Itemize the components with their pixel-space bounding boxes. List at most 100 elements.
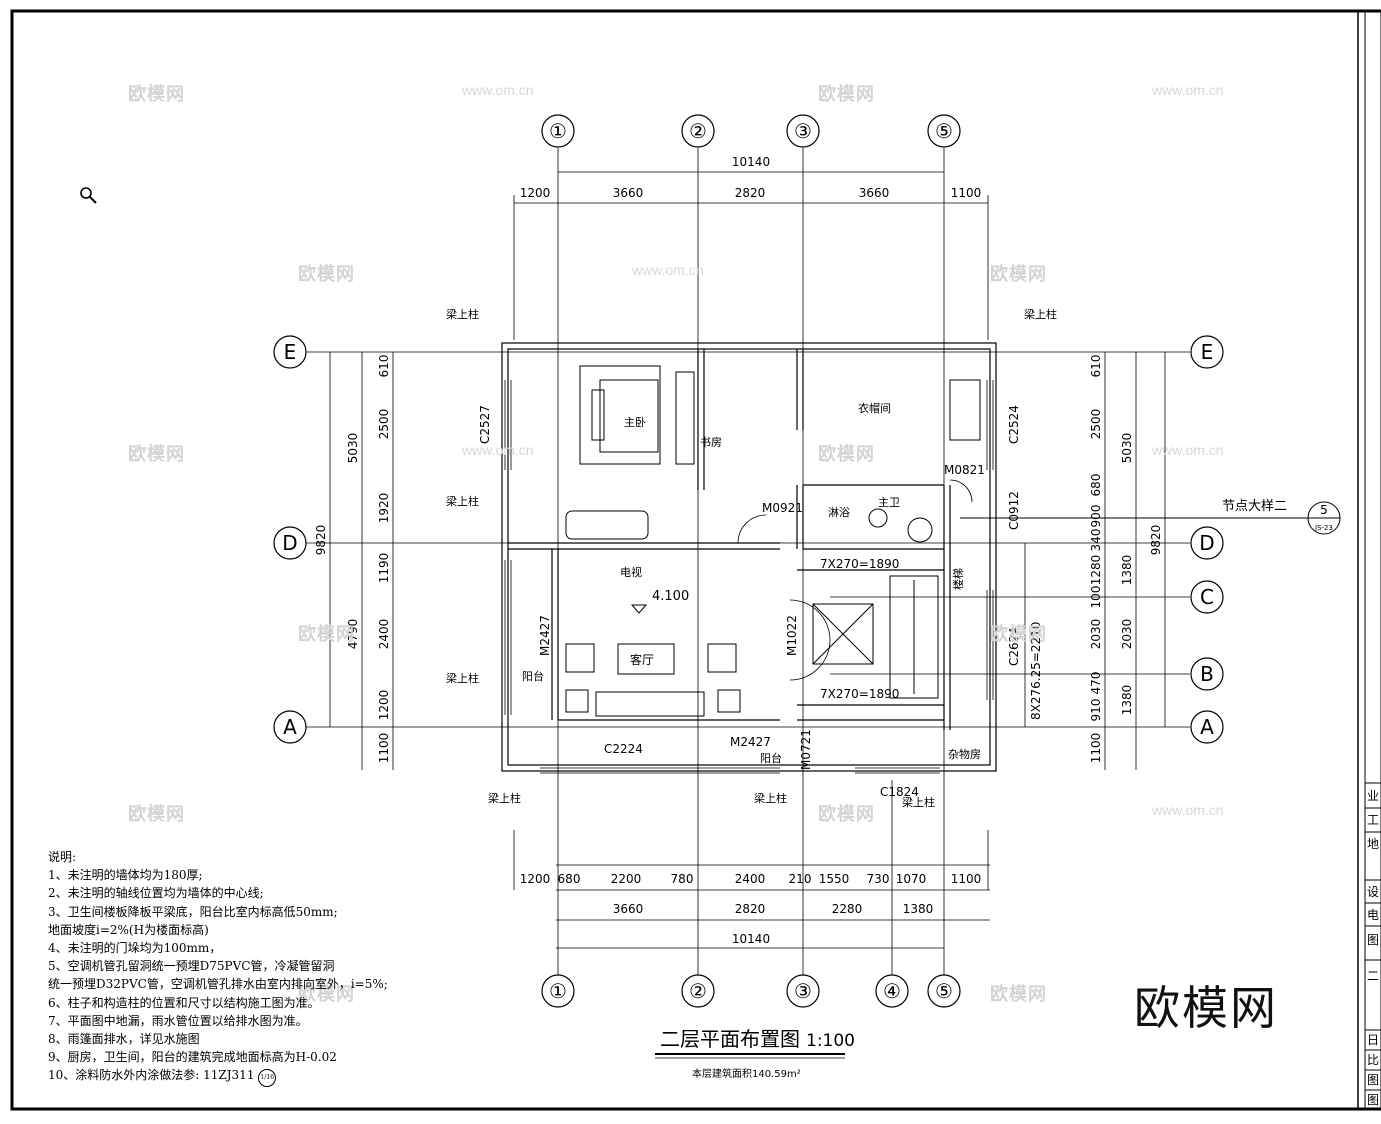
stairs-1: 7X270=1890 bbox=[820, 557, 899, 571]
axis-bot-4: ④ bbox=[883, 979, 901, 1003]
room-tv: 电视 bbox=[620, 565, 642, 579]
label-col-3: 梁上柱 bbox=[446, 671, 479, 685]
tb-8: 比 bbox=[1367, 1053, 1379, 1067]
note-10-text: 10、涂料防水外内涂做法参: 11ZJ311 bbox=[48, 1068, 255, 1083]
axis-bot-3: ③ bbox=[794, 979, 812, 1003]
title-block: 业 工 地 设 电 图 二 日 比 图 图 bbox=[1367, 789, 1379, 1107]
tb-7: 日 bbox=[1367, 1033, 1379, 1047]
dim-b2-1: 2820 bbox=[735, 902, 766, 916]
room-living: 客厅 bbox=[630, 652, 654, 667]
note-3b: 地面坡度i=2%(H为楼面标高) bbox=[48, 922, 209, 937]
dim-b1-5: 210 bbox=[789, 872, 812, 886]
dim-b1-8: 1070 bbox=[896, 872, 927, 886]
tb-0: 业 bbox=[1367, 789, 1379, 803]
node-detail-label: 节点大样二 bbox=[1222, 499, 1287, 514]
room-master: 主卧 bbox=[624, 416, 646, 429]
note-2: 2、未注明的轴线位置均为墙体的中心线; bbox=[48, 886, 264, 901]
tb-5: 图 bbox=[1367, 933, 1379, 947]
dim-top-4: 1100 bbox=[951, 186, 982, 200]
room-balcony: 阳台 bbox=[522, 669, 544, 683]
dim-left-outer-1: 4790 bbox=[346, 619, 360, 650]
dim-right-inner-5: 1280 bbox=[1089, 555, 1103, 586]
axis-bot-1: ① bbox=[549, 979, 567, 1003]
dim-left-inner-6: 1100 bbox=[377, 733, 391, 764]
dim-b2-2: 2280 bbox=[832, 902, 863, 916]
door-m2427b: M2427 bbox=[730, 735, 771, 749]
room-closet: 衣帽间 bbox=[858, 401, 891, 415]
dim-right-inner-7: 2030 bbox=[1089, 619, 1103, 650]
dim-left-inner-3: 1190 bbox=[377, 553, 391, 584]
watermark-url-5: www.om.cn bbox=[462, 442, 534, 458]
win-c1824: C1824 bbox=[880, 785, 919, 799]
room-storage: 杂物房 bbox=[948, 747, 981, 761]
magnifier-icon[interactable] bbox=[78, 185, 98, 205]
dim-right-inner-10: 1100 bbox=[1089, 733, 1103, 764]
room-bath: 淋浴 bbox=[828, 506, 850, 519]
dim-top-0: 1200 bbox=[520, 186, 551, 200]
win-c2527: C2527 bbox=[478, 405, 492, 444]
note-7: 7、平面图中地漏，雨水管位置以给排水图为准。 bbox=[48, 1013, 308, 1028]
axis-right-b: B bbox=[1200, 662, 1214, 686]
dim-left-inner-0: 610 bbox=[377, 355, 391, 378]
win-c2624: C2624 bbox=[1007, 627, 1021, 666]
door-m0921: M0921 bbox=[762, 501, 803, 515]
door-m2427a: M2427 bbox=[538, 615, 552, 656]
door-m1022: M1022 bbox=[785, 615, 799, 656]
door-m0821: M0821 bbox=[944, 463, 985, 477]
stairs-2: 7X270=1890 bbox=[820, 687, 899, 701]
axis-right-c: C bbox=[1200, 585, 1214, 609]
axis-left-a: A bbox=[283, 715, 297, 739]
dim-b1-4: 2400 bbox=[735, 872, 766, 886]
axis-left-d: D bbox=[282, 531, 297, 555]
label-col-5: 梁上柱 bbox=[754, 791, 787, 805]
tb-10: 图 bbox=[1367, 1093, 1379, 1107]
win-c2224: C2224 bbox=[604, 742, 643, 756]
area-note: 本层建筑面积140.59m² bbox=[692, 1067, 801, 1080]
dim-b1-0: 1200 bbox=[520, 872, 551, 886]
tb-4: 电 bbox=[1367, 908, 1379, 922]
dim-right-outer-2: 2030 bbox=[1120, 619, 1134, 650]
watermark-url-6: www.om.cn bbox=[1152, 442, 1224, 458]
win-c0912: C0912 bbox=[1007, 491, 1021, 530]
node-num: 5 bbox=[1320, 503, 1328, 517]
dim-right-inner-3: 900 bbox=[1089, 505, 1103, 528]
dim-b1-1: 680 bbox=[558, 872, 581, 886]
dim-bottom-total: 10140 bbox=[732, 932, 770, 946]
axis-bot-2: ② bbox=[689, 979, 707, 1003]
dim-b2-3: 1380 bbox=[903, 902, 934, 916]
dim-top-3: 3660 bbox=[859, 186, 890, 200]
dim-right-inner-8: 470 bbox=[1089, 672, 1103, 695]
watermark-url-1: www.om.cn bbox=[462, 82, 534, 98]
note-1: 1、未注明的墙体均为180厚; bbox=[48, 868, 203, 883]
axis-top-1: ① bbox=[549, 119, 567, 143]
drawing-scale: 1:100 bbox=[806, 1031, 855, 1051]
room-master-bath: 主卫 bbox=[878, 496, 900, 509]
dim-left-inner-4: 2400 bbox=[377, 619, 391, 650]
label-col-2: 梁上柱 bbox=[446, 494, 479, 508]
dim-left-total: 9820 bbox=[314, 525, 328, 556]
dim-right-outer-1: 1380 bbox=[1120, 555, 1134, 586]
dim-left-inner-1: 2500 bbox=[377, 409, 391, 440]
note-9: 9、厨房，卫生间，阳台的建筑完成地面标高为H-0.02 bbox=[48, 1050, 337, 1065]
elevation-mark: 4.100 bbox=[652, 589, 689, 604]
label-col-7: 梁上柱 bbox=[1024, 307, 1057, 321]
brand-logo: 欧模网 bbox=[1134, 981, 1278, 1035]
note-ref-badge: 1/16 bbox=[258, 1069, 277, 1088]
label-col-1: 梁上柱 bbox=[446, 307, 479, 321]
label-col-6: 梁上柱 bbox=[902, 795, 935, 809]
stair-text: 楼梯 bbox=[951, 568, 965, 590]
dim-right-inner-6: 100 bbox=[1089, 586, 1103, 609]
dim-b1-7: 730 bbox=[867, 872, 890, 886]
dim-b1-3: 780 bbox=[671, 872, 694, 886]
watermark-url-3: www.om.cn bbox=[632, 262, 704, 278]
dim-left-inner-2: 1920 bbox=[377, 493, 391, 524]
dim-top-total: 10140 bbox=[732, 155, 770, 169]
dim-right-inner-1: 2500 bbox=[1089, 409, 1103, 440]
dim-b1-2: 2200 bbox=[611, 872, 642, 886]
note-5b: 统一预埋D32PVC管，空调机管孔排水由室内排向室外，i=5%; bbox=[48, 977, 388, 992]
dim-top-1: 3660 bbox=[613, 186, 644, 200]
note-4: 4、未注明的门垛均为100mm， bbox=[48, 941, 222, 956]
dim-top-2: 2820 bbox=[735, 186, 766, 200]
dim-left-inner-5: 1200 bbox=[377, 690, 391, 721]
